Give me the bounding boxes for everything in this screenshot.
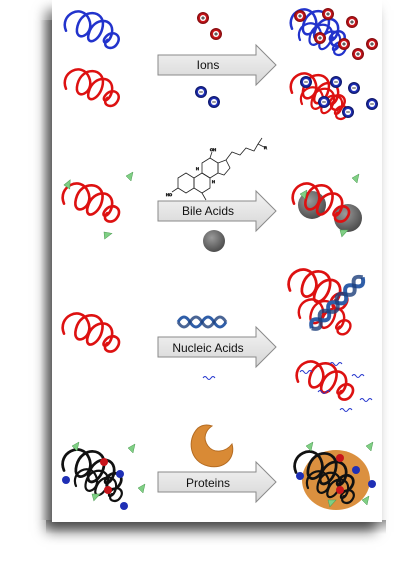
arrow-nucleic-acids: Nucleic Acids (157, 325, 277, 369)
polymer-coil-black-with-protein (293, 441, 376, 510)
polymer-coil-red-with-ligands (61, 171, 134, 241)
row-proteins: Proteins (61, 424, 376, 510)
label-h-2: H (212, 179, 215, 184)
page-shadow-bottom (46, 520, 386, 534)
anion-icon (194, 85, 221, 109)
cation-icon (196, 11, 223, 41)
row-nucleic-acids: Nucleic Acids (61, 268, 373, 412)
label-r: R (264, 145, 267, 150)
row-bile-acids: HO OH OH R H H Bile Acids (61, 137, 362, 252)
arrow-label-proteins: Proteins (186, 476, 230, 490)
polymer-coil-red-with-bile-acids (291, 173, 362, 239)
single-strand-icon (202, 376, 216, 380)
label-h-1: H (196, 166, 199, 171)
polymer-coil-red-with-anions (289, 72, 379, 121)
label-ho: HO (166, 192, 172, 197)
page-shadow-left (40, 20, 54, 520)
polymer-coil-red-with-strands (295, 360, 373, 412)
label-oh-2: OH (210, 147, 216, 152)
arrow-label-ions: Ions (197, 58, 220, 72)
bile-acid-structure: HO OH OH R H H (166, 137, 267, 206)
arrow-label-nucleic-acids: Nucleic Acids (172, 341, 243, 355)
polymer-coil-red-with-dna (287, 268, 366, 336)
row-ions: Ions (63, 7, 379, 121)
arrow-ions: Ions (157, 43, 277, 87)
bile-acid-sphere-icon (203, 230, 225, 252)
polymer-coil-red (61, 312, 121, 353)
polymer-coil-blue-with-cations (289, 7, 379, 61)
protein-icon (190, 424, 234, 468)
arrow-label-bile-acids: Bile Acids (182, 204, 234, 218)
figure-page (52, 0, 382, 522)
arrow-proteins: Proteins (157, 460, 277, 504)
dna-helix-icon (176, 315, 228, 329)
arrow-bile-acids: Bile Acids (157, 189, 277, 233)
polymer-coil-red (63, 68, 120, 108)
polymer-coil-blue (63, 10, 120, 50)
polymer-coil-black-with-ligands (61, 441, 146, 510)
